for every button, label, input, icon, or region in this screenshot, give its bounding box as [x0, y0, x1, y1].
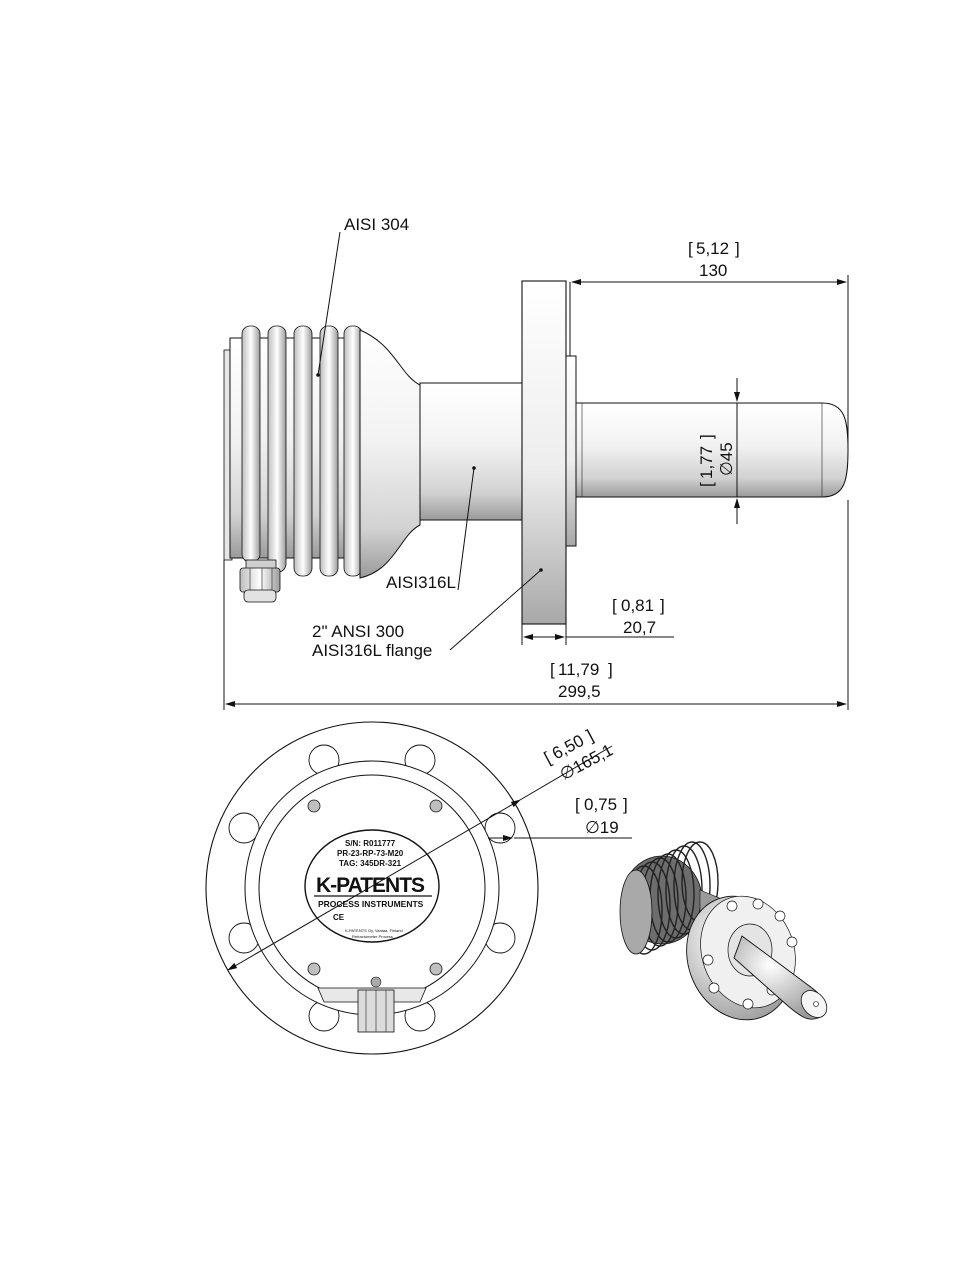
probe-diameter-mm: ∅45: [717, 442, 736, 476]
svg-text:[: [: [688, 239, 693, 258]
front-view: S/N: R011777 PR-23-RP-73-M20 TAG: 345DR-…: [205, 721, 632, 1055]
cable-gland: [239, 559, 281, 603]
label-flange-line1: 2" ANSI 300: [312, 622, 404, 641]
svg-text:]: ]: [583, 726, 596, 745]
dim-probe-diameter: [ 1,77 ] ∅45: [697, 378, 740, 524]
nameplate-footer1: K-PATENTS Oy, Vantaa, Finland: [345, 928, 403, 933]
side-view: AISI 304 AISI316L 2" ANSI 300 AISI316L f…: [223, 215, 849, 710]
isometric-view: [619, 841, 828, 1021]
housing: [223, 325, 421, 603]
flange-face: [565, 355, 577, 547]
bolt-hole-in: 0,75: [584, 795, 617, 814]
housing-fins: [241, 325, 363, 577]
dim-bolt-hole: [ 0,75 ] ∅19: [488, 795, 632, 841]
probe-length-in: 5,12: [696, 239, 729, 258]
flange-thickness-mm: 20,7: [623, 618, 656, 637]
overall-length-in: 11,79: [558, 660, 599, 679]
leader-flange: [449, 569, 542, 651]
svg-text:]: ]: [735, 239, 740, 258]
svg-text:[: [: [575, 795, 580, 814]
dim-flange-thickness: [ 0,81 ] 20,7: [521, 596, 674, 645]
probe: [575, 402, 849, 498]
flange: [521, 280, 567, 625]
flange-thickness-in: 0,81: [621, 596, 654, 615]
label-aisi316l: AISI316L: [386, 573, 456, 592]
svg-text:]: ]: [660, 596, 665, 615]
dim-probe-length: [ 5,12 ] 130: [569, 239, 849, 450]
probe-diameter-in: 1,77: [697, 446, 716, 479]
leader-aisi304: [317, 231, 341, 376]
nameplate-serial: S/N: R011777: [345, 839, 396, 848]
svg-text:[: [: [697, 482, 716, 487]
label-flange-line2: AISI316L flange: [312, 641, 432, 660]
bolt-hole-mm: ∅19: [585, 818, 619, 837]
leader-aisi316l: [457, 467, 475, 591]
nameplate-brand-sub: PROCESS INSTRUMENTS: [318, 899, 424, 909]
front-cable-gland: [317, 976, 427, 1033]
nameplate-tag: TAG: 345DR-321: [339, 859, 402, 868]
svg-text:[: [: [612, 596, 617, 615]
iso-probe: [733, 935, 828, 1020]
svg-text:]: ]: [623, 795, 628, 814]
nameplate-brand: K-PATENTS: [316, 874, 425, 897]
svg-text:]: ]: [608, 660, 613, 679]
label-aisi304: AISI 304: [344, 215, 409, 234]
dim-overall-length: [ 11,79 ] 299,5: [223, 500, 849, 710]
overall-length-mm: 299,5: [558, 682, 601, 701]
svg-text:[: [: [550, 660, 555, 679]
dim-flange-diameter: [ 6,50 ] ∅165,1: [541, 726, 616, 784]
probe-length-mm: 130: [699, 261, 727, 280]
flange-diameter-line: [227, 799, 521, 971]
nameplate-model: PR-23-RP-73-M20: [337, 849, 404, 858]
nameplate-footer2: Refractometer Process: [352, 934, 393, 939]
svg-text:]: ]: [697, 434, 716, 439]
neck-tube: [419, 382, 524, 521]
nameplate-ce: CE: [333, 913, 345, 922]
